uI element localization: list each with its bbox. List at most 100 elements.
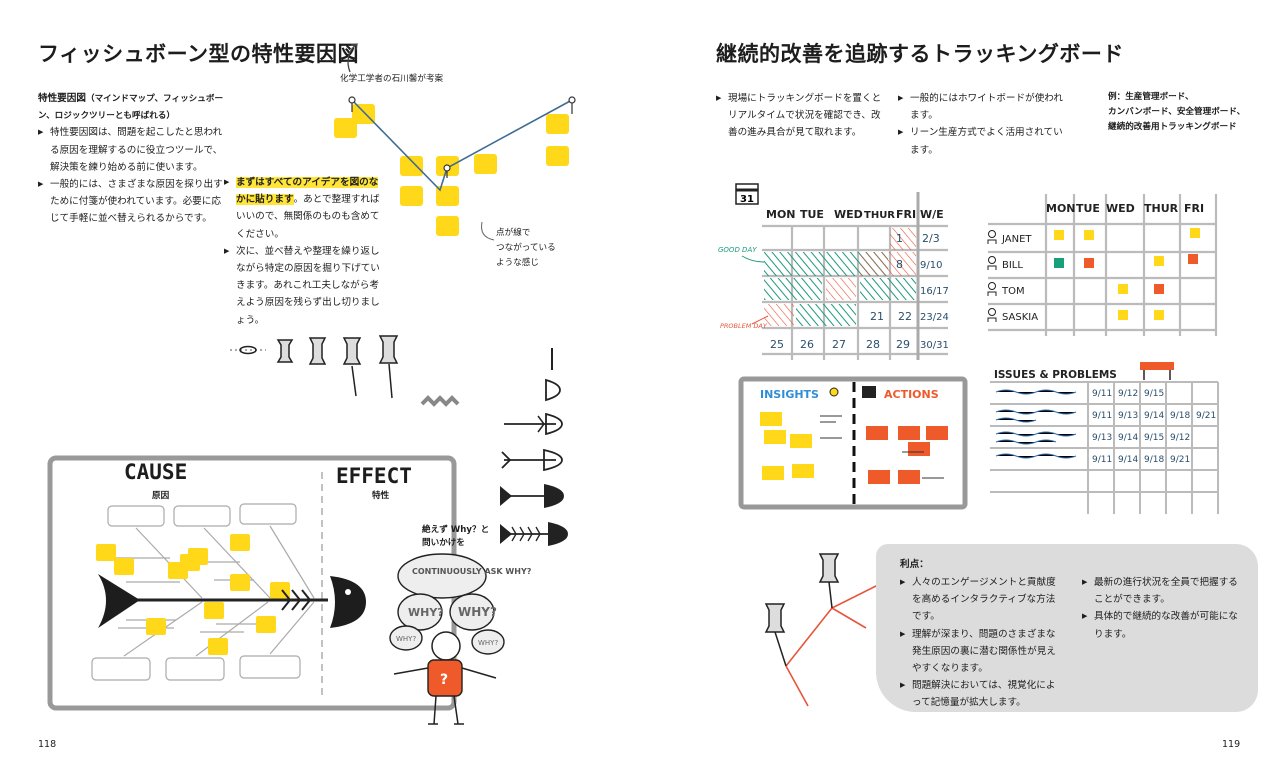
good-day-label: GOOD DAY (718, 246, 757, 254)
cal-day-3: WED (834, 208, 863, 221)
right-col1-bullet: 現場にトラッキングボードを置くとリアルタイムで状況を確認でき、改善の進み具合が見… (716, 90, 882, 142)
cal-date-fri-w2: 8 (896, 258, 903, 271)
col2-bullet-1: まずはすべてのアイデアを図のなかに貼ります。あとで整理すればいいので、無関係のも… (224, 174, 386, 243)
issue-r4-c1: 9/11 (1092, 455, 1112, 465)
cal-date-we-w1: 2/3 (922, 232, 940, 245)
why-person-illustration: CONTINUOUSLY ASK WHY? WHY? WHY? WHY? WHY… (389, 553, 532, 725)
cal-day-1: MON (766, 208, 796, 221)
intro-term: 特性要因図 (38, 93, 86, 104)
right-col2-bullet-2: リーン生産方式でよく活用されています。 (898, 124, 1066, 158)
team-name-tom: TOM (1001, 286, 1025, 297)
actions-label: ACTIONS (884, 388, 939, 401)
team-day-2: TUE (1076, 202, 1100, 215)
pins-string-illustration (764, 553, 885, 707)
cal-date-fri-w5: 22 (898, 310, 912, 323)
right-column-1: 現場にトラッキングボードを置くとリアルタイムで状況を確認でき、改善の進み具合が見… (716, 90, 882, 142)
insights-label: INSIGHTS (760, 388, 819, 401)
col1-bullet-1: 特性要因図は、問題を起こしたと思われる原因を理解するのに役立つツールで、解決策を… (38, 124, 224, 176)
left-column-1: 特性要因図（マインドマップ、フィッシュボーン、ロジックツリーとも呼ばれる） 特性… (38, 90, 224, 228)
board-examples: 例：生産管理ボード、 カンバンボード、安全管理ボード、 継続的改善用トラッキング… (1108, 92, 1246, 132)
benefit-2: 理解が深まり、問題のさまざまな発生原因の裏に潜む関係性が見えやすくなります。 (900, 626, 1064, 678)
effect-jp-label: 特性 (372, 491, 390, 501)
issue-r4-c2: 9/14 (1118, 455, 1138, 465)
team-day-5: FRI (1184, 202, 1204, 215)
cal-date-fri-w1: 1 (896, 232, 903, 245)
inventor-arrow-icon (347, 43, 358, 73)
dots-note-arrow-icon (481, 221, 495, 241)
cal-day-5: FRI (896, 208, 916, 221)
team-day-3: WED (1106, 202, 1135, 215)
right-column-2: 一般的にはホワイトボードが使われます。 リーン生産方式でよく活用されています。 (898, 90, 1066, 159)
team-board: MON TUE WED THUR FRI JANET BILL TOM SASK… (987, 194, 1218, 336)
issue-r2-c5: 9/21 (1196, 411, 1216, 421)
connected-dots-diagram (334, 96, 576, 236)
issue-r2-c4: 9/18 (1170, 411, 1190, 421)
benefits-col2: 最新の進行状況を全員で把握することができます。 具体的で継続的な改善が可能になり… (1082, 574, 1242, 643)
col2-rest: 。あとで整理すればいいので、無関係のものも含めてください。 (236, 194, 380, 240)
issue-r2-c1: 9/11 (1092, 411, 1112, 421)
benefit-4: 最新の進行状況を全員で把握することができます。 (1082, 574, 1242, 608)
cal-day-2: TUE (800, 208, 824, 221)
calendar-board: 31 MON TUE WED THUR FRI W/E 1 2/3 8 9/10… (718, 183, 949, 360)
right-col2-bullet-1: 一般的にはホワイトボードが使われます。 (898, 90, 1066, 124)
team-day-1: MON (1046, 202, 1076, 215)
benefits-col1: 人々のエンゲージメントと貢献度を高めるインタラクティブな方法です。 理解が深まり… (900, 574, 1064, 712)
why-bubble-1: WHY? (408, 606, 444, 619)
effect-label: EFFECT (336, 464, 412, 488)
cal-date-fri-w6: 29 (896, 338, 910, 351)
cause-jp-label: 原因 (152, 491, 170, 501)
fish-sketches (500, 348, 568, 546)
team-name-bill: BILL (1002, 260, 1023, 271)
benefit-5: 具体的で継続的な改善が可能になります。 (1082, 608, 1242, 642)
issue-r2-c3: 9/14 (1144, 411, 1164, 421)
why-bubble-2: WHY? (458, 605, 497, 619)
issue-r1-c1: 9/11 (1092, 389, 1112, 399)
ask-why-caption: 絶えず Why？と 問いかけを (422, 525, 490, 548)
benefits-title: 利点： (900, 559, 929, 570)
issue-r3-c2: 9/14 (1118, 433, 1138, 443)
problem-day-label: PROBLEM DAY (720, 322, 768, 330)
left-column-2: まずはすべてのアイデアを図のなかに貼ります。あとで整理すればいいので、無関係のも… (224, 174, 386, 329)
cal-date-mon-w6: 25 (770, 338, 784, 351)
issues-label: ISSUES & PROBLEMS (994, 369, 1117, 381)
issue-r3-c3: 9/15 (1144, 433, 1164, 443)
bubble-text: CONTINUOUSLY ASK WHY? (412, 567, 532, 576)
left-page-number: 118 (38, 739, 57, 750)
cal-date-thu-w5: 21 (870, 310, 884, 323)
svg-text:?: ? (440, 672, 448, 688)
cal-date-wed-w6: 27 (832, 338, 846, 351)
benefits-box: 利点： 人々のエンゲージメントと貢献度を高めるインタラクティブな方法です。 理解… (876, 544, 1258, 712)
intro-aliases: （マインドマップ、フィッシュボーン、ロジックツリーとも呼ばれる） (38, 94, 224, 122)
issue-r2-c2: 9/13 (1118, 411, 1138, 421)
team-day-4: THUR (1144, 202, 1179, 215)
issue-r4-c4: 9/21 (1170, 455, 1190, 465)
issue-r4-c3: 9/18 (1144, 455, 1164, 465)
why-bubble-3: WHY? (396, 635, 416, 643)
right-page-title: 継続的改善を追跡するトラッキングボード (716, 42, 1124, 66)
benefit-1: 人々のエンゲージメントと貢献度を高めるインタラクティブな方法です。 (900, 574, 1064, 626)
cal-date-we-w3: 16/17 (920, 286, 949, 297)
issue-r3-c4: 9/12 (1170, 433, 1190, 443)
dots-note: 点が線で つながっている ような感じ (496, 228, 556, 268)
cal-date-we-w2: 9/10 (920, 260, 942, 271)
left-page-title: フィッシュボーン型の特性要因図 (38, 42, 360, 66)
col2-bullet-2: 次に、並べ替えや整理を繰り返しながら特定の原因を掘り下げていきます。あれこれ工夫… (224, 243, 386, 329)
issue-r1-c3: 9/15 (1144, 389, 1164, 399)
insights-actions-board: INSIGHTS ACTIONS (738, 376, 968, 510)
cause-label: CAUSE (124, 460, 188, 484)
issue-r3-c1: 9/13 (1092, 433, 1112, 443)
fishbone-board (47, 455, 457, 711)
inventor-note: 化学工学者の石川馨が考案 (340, 74, 444, 84)
issue-r1-c2: 9/12 (1118, 389, 1138, 399)
cal-day-6: W/E (920, 208, 944, 221)
pin-sketches (230, 335, 460, 407)
team-name-saskia: SASKIA (1002, 312, 1038, 323)
col1-bullet-2: 一般的には、さまざまな原因を探り出すために付箋が使われています。必要に応じて手軽… (38, 176, 224, 228)
cal-day-4: THUR (864, 210, 895, 221)
cal-date-tue-w6: 26 (800, 338, 814, 351)
cal-date-we-w6: 30/31 (920, 340, 949, 351)
team-name-janet: JANET (1001, 234, 1032, 245)
benefit-3: 問題解決においては、視覚化によって記憶量が拡大します。 (900, 677, 1064, 711)
calendar-icon-number: 31 (740, 194, 754, 205)
why-bubble-4: WHY? (478, 639, 498, 647)
